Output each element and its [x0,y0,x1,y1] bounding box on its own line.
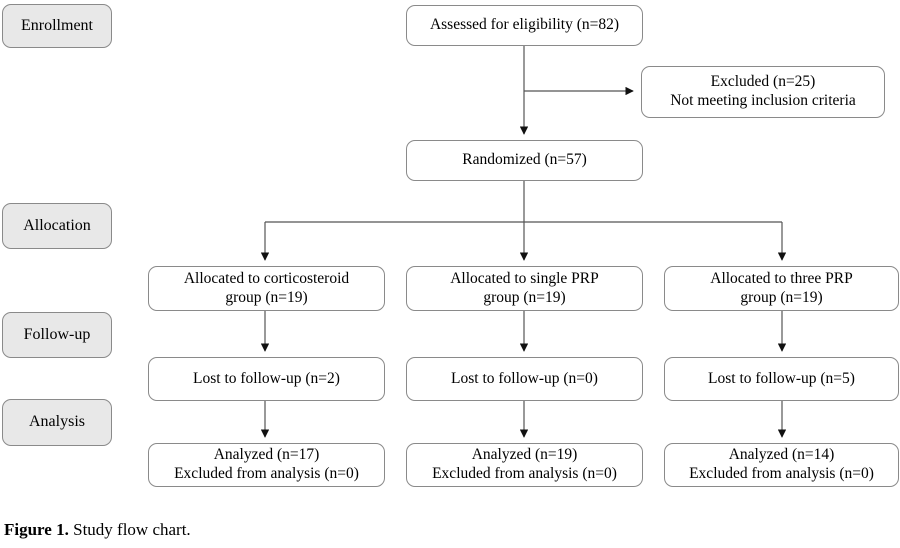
figure-caption: Figure 1. Study flow chart. [4,520,191,540]
node-allocated-three-prp-line2: group (n=19) [740,288,823,306]
node-randomized-line1: Randomized (n=57) [462,151,587,169]
node-allocated-three-prp: Allocated to three PRP group (n=19) [664,266,899,311]
node-assessed-for-eligibility: Assessed for eligibility (n=82) [406,5,643,46]
stage-label-analysis-text: Analysis [29,413,85,431]
node-analyzed-single-prp-line1: Analyzed (n=19) [471,446,578,464]
stage-label-followup-text: Follow-up [23,325,91,343]
figure-caption-text: Study flow chart. [73,520,191,539]
node-allocated-corticosteroid-line2: group (n=19) [225,288,308,306]
node-analyzed-corticosteroid-line2: Excluded from analysis (n=0) [174,465,359,482]
node-allocated-three-prp-line1: Allocated to three PRP [710,269,853,287]
node-excluded-line1: Excluded (n=25) [710,73,816,91]
node-analyzed-corticosteroid-line1: Analyzed (n=17) [213,446,320,464]
node-lost-three-prp-text: Lost to follow-up (n=5) [708,369,855,387]
node-analyzed-three-prp: Analyzed (n=14) Excluded from analysis (… [664,443,899,487]
node-lost-three-prp: Lost to follow-up (n=5) [664,357,899,401]
node-analyzed-single-prp-line2: Excluded from analysis (n=0) [432,465,617,482]
stage-label-analysis: Analysis [2,399,112,446]
node-excluded-line2: Not meeting inclusion criteria [670,92,856,109]
figure-caption-label: Figure 1. [4,520,69,539]
stage-label-enrollment: Enrollment [2,4,112,48]
node-analyzed-corticosteroid: Analyzed (n=17) Excluded from analysis (… [148,443,385,487]
stage-label-allocation: Allocation [2,203,112,249]
node-analyzed-single-prp: Analyzed (n=19) Excluded from analysis (… [406,443,643,487]
node-analyzed-three-prp-line1: Analyzed (n=14) [728,446,835,464]
node-lost-corticosteroid: Lost to follow-up (n=2) [148,357,385,401]
node-lost-single-prp-text: Lost to follow-up (n=0) [451,369,598,387]
stage-label-allocation-text: Allocation [23,216,91,234]
stage-label-enrollment-text: Enrollment [21,16,93,34]
node-allocated-corticosteroid-line1: Allocated to corticosteroid [183,269,350,287]
node-randomized: Randomized (n=57) [406,140,643,181]
stage-label-followup: Follow-up [2,312,112,358]
node-allocated-single-prp-line1: Allocated to single PRP [450,269,599,287]
node-lost-single-prp: Lost to follow-up (n=0) [406,357,643,401]
node-allocated-single-prp: Allocated to single PRP group (n=19) [406,266,643,311]
node-excluded: Excluded (n=25) Not meeting inclusion cr… [641,66,885,118]
node-allocated-corticosteroid: Allocated to corticosteroid group (n=19) [148,266,385,311]
node-lost-corticosteroid-text: Lost to follow-up (n=2) [193,369,340,387]
node-assessed-line1: Assessed for eligibility (n=82) [429,16,620,34]
node-allocated-single-prp-line2: group (n=19) [483,288,566,306]
node-analyzed-three-prp-line2: Excluded from analysis (n=0) [689,465,874,482]
